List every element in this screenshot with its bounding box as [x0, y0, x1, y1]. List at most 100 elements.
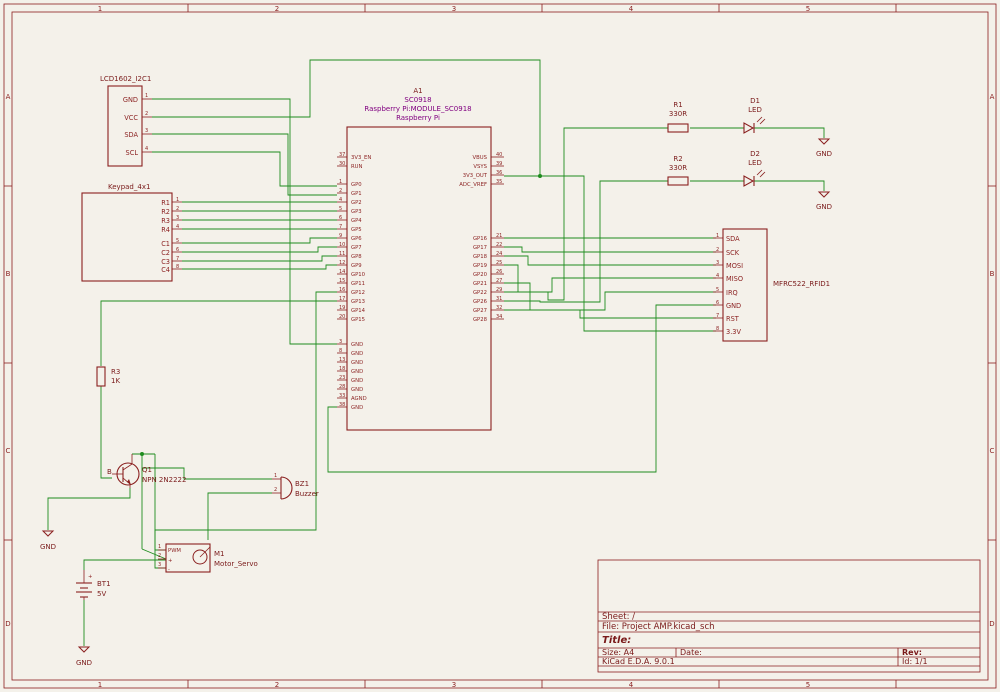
q1-ref: Q1 — [142, 466, 152, 474]
col-label-4-bottom: 4 — [629, 681, 634, 689]
pico-right-pin-name-22: GP17 — [473, 245, 487, 251]
rfid-pin-num-6: 6 — [716, 300, 719, 306]
led-d2[interactable]: D2 LED — [743, 150, 766, 187]
resistor-r3[interactable]: R3 1K — [96, 366, 120, 387]
row-label-b-left: B — [6, 270, 11, 278]
pico-right-pin-name-40: VBUS — [473, 155, 488, 161]
keypad-pin-num-8: 8 — [176, 264, 179, 270]
pico-right-pin-num-21: 21 — [496, 233, 502, 239]
rfid-pin-name-6: GND — [726, 302, 741, 310]
pico-right-pin-num-26: 26 — [496, 269, 502, 275]
row-label-d-left: D — [5, 620, 10, 628]
pico-left-pin-num-16: 16 — [339, 287, 345, 293]
raspberry-pi-pico-a1[interactable]: A1 SC0918 Raspberry Pi:MODULE_SC0918 Ras… — [337, 87, 504, 431]
rfid-ref: MFRC522_RFID1 — [773, 280, 830, 288]
bz1-ref: BZ1 — [295, 480, 309, 488]
lcd1602-i2c-module[interactable]: LCD1602_I2C1 GND VCC SDA SCL 1 2 3 4 — [100, 75, 152, 167]
servo-motor-m1[interactable]: 1 2 3 PWM + - M1 Motor_Servo — [158, 543, 258, 573]
gnd-label-d2: GND — [816, 203, 832, 211]
lcd-pin-name-4: SCL — [126, 149, 139, 157]
col-label-3-top: 3 — [452, 5, 456, 13]
resistor-r1[interactable]: R1 330R — [667, 101, 689, 133]
row-label-c-right: C — [990, 447, 995, 455]
keypad-pin-name-7: C3 — [161, 258, 170, 266]
pico-right-pin-num-32: 32 — [496, 305, 502, 311]
col-label-2-bottom: 2 — [275, 681, 279, 689]
rfid-pin-name-4: MISO — [726, 275, 743, 283]
title-block-rev: Rev: — [902, 648, 922, 657]
pico-right-pin-name-34: GP28 — [473, 317, 488, 323]
pico-right-pin-name-26: GP20 — [473, 272, 488, 278]
title-block-tool: KiCad E.D.A. 9.0.1 — [602, 657, 675, 666]
col-label-5-bottom: 5 — [806, 681, 810, 689]
pico-left-pin-num-6: 6 — [339, 215, 342, 221]
pico-right-pin-name-24: GP18 — [473, 254, 488, 260]
led-d1[interactable]: D1 LED — [743, 97, 766, 134]
pico-left-pin-num-38: 38 — [339, 402, 345, 408]
pico-left-pin-name-12: GP9 — [351, 263, 362, 269]
pico-left-pin-name-20: GP15 — [351, 317, 365, 323]
m1-ref: M1 — [214, 550, 225, 558]
m1-pwm-label: PWM — [168, 548, 181, 554]
pico-left-pin-name-17: GP13 — [351, 299, 365, 305]
keypad-pin-num-4: 4 — [176, 224, 179, 230]
rfid-pin-num-8: 8 — [716, 326, 719, 332]
pico-left-pin-num-17: 17 — [339, 296, 345, 302]
pico-right-pin-num-36: 36 — [496, 170, 502, 176]
pico-left-pin-name-5: GP3 — [351, 209, 362, 215]
m1-value: Motor_Servo — [214, 560, 258, 568]
pico-left-pin-num-2: 2 — [339, 188, 342, 194]
pico-left-pin-name-28: GND — [351, 387, 363, 393]
rfid-pin-num-1: 1 — [716, 233, 719, 239]
pico-footprint: Raspberry Pi:MODULE_SC0918 — [364, 105, 471, 113]
rfid-pin-name-2: SCK — [726, 249, 740, 257]
q1-value: NPN 2N2222 — [142, 476, 186, 484]
transistor-q1[interactable]: B Q1 NPN 2N2222 — [107, 454, 186, 488]
d1-value: LED — [748, 106, 762, 114]
pico-right-pin-name-29: GP22 — [473, 290, 487, 296]
pico-left-pin-num-37: 37 — [339, 152, 345, 158]
gnd-symbol-bt1: GND — [76, 646, 92, 667]
pico-right-pin-name-21: GP16 — [473, 236, 488, 242]
row-label-c-left: C — [6, 447, 11, 455]
pico-left-pin-name-4: GP2 — [351, 200, 362, 206]
pico-left-pin-num-3: 3 — [339, 339, 342, 345]
pico-left-pin-num-19: 19 — [339, 305, 345, 311]
d1-ref: D1 — [750, 97, 760, 105]
pico-left-pin-num-14: 14 — [339, 269, 345, 275]
pico-right-pin-num-22: 22 — [496, 242, 502, 248]
pico-left-pin-name-19: GP14 — [351, 308, 366, 314]
pico-left-pin-name-6: GP4 — [351, 218, 362, 224]
lcd-pin-num-4: 4 — [145, 146, 148, 152]
col-label-1-bottom: 1 — [98, 681, 102, 689]
rfid-pin-num-2: 2 — [716, 247, 719, 253]
pico-left-pin-name-38: GND — [351, 405, 363, 411]
gnd-symbol-q1: GND — [40, 530, 56, 551]
d2-value: LED — [748, 159, 762, 167]
q1-base-label: B — [107, 468, 112, 476]
title-block-sheet: Sheet: / — [602, 612, 635, 622]
rfid-pin-name-8: 3.3V — [726, 328, 741, 336]
resistor-r2[interactable]: R2 330R — [667, 155, 689, 186]
m1-pin-3: 3 — [158, 562, 161, 568]
r2-ref: R2 — [673, 155, 682, 163]
pico-left-pin-num-15: 15 — [339, 278, 345, 284]
pico-left-pin-num-7: 7 — [339, 224, 342, 230]
gnd-symbol-d1: GND — [816, 138, 832, 158]
m1-plus-sign: + — [168, 558, 172, 564]
keypad-pin-name-4: R4 — [161, 226, 170, 234]
pico-ref: A1 — [413, 87, 422, 95]
sheet-frame: 1 2 3 4 5 1 2 3 4 5 A B C D A B C D — [3, 3, 997, 689]
pico-left-pin-num-5: 5 — [339, 206, 342, 212]
pico-left-pin-name-14: GP10 — [351, 272, 366, 278]
gnd-label-d1: GND — [816, 150, 832, 158]
keypad-pin-num-6: 6 — [176, 247, 179, 253]
buzzer-bz1[interactable]: 1 2 BZ1 Buzzer — [272, 473, 319, 500]
keypad-pin-num-3: 3 — [176, 215, 179, 221]
battery-bt1[interactable]: + BT1 5V — [76, 570, 111, 600]
rfid-pin-num-4: 4 — [716, 273, 719, 279]
keypad-pin-name-5: C1 — [161, 240, 170, 248]
rfid-pin-num-5: 5 — [716, 287, 719, 293]
